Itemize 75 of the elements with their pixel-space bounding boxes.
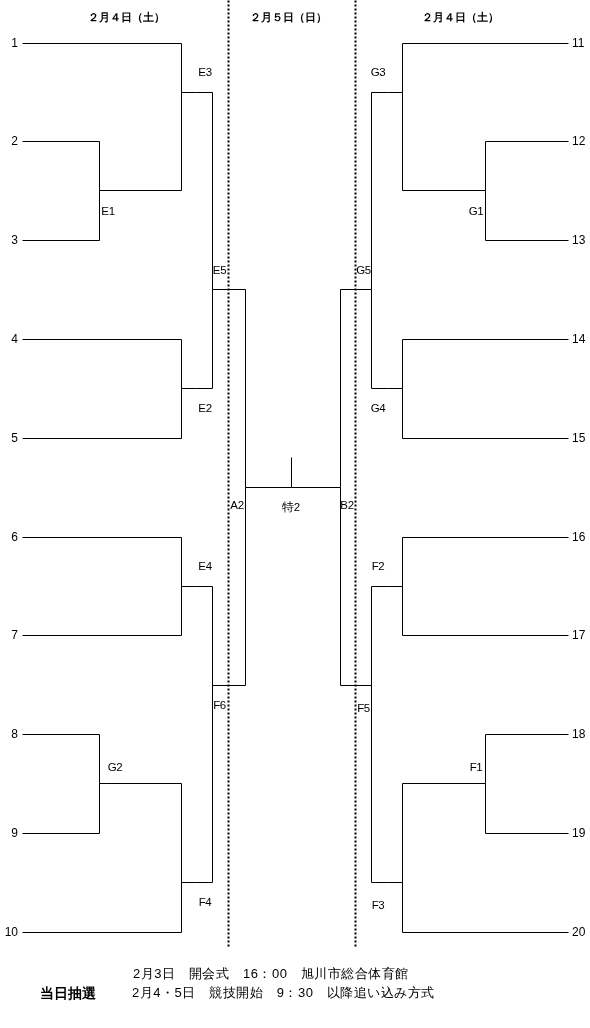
bracket-line — [485, 734, 569, 784]
entry-number: 18 — [568, 726, 590, 742]
bracket-line — [387, 586, 569, 636]
bracket-line — [371, 685, 388, 883]
entry-number: 11 — [568, 35, 590, 51]
match-label: E3 — [196, 65, 214, 92]
match-label: G4 — [369, 388, 387, 415]
match-label: G5 — [356, 263, 371, 289]
date-heading: ２月４日（土） — [421, 10, 499, 25]
match-label: A2 — [229, 487, 245, 512]
entry-number: 8 — [0, 726, 22, 742]
bracket-line — [22, 190, 100, 241]
bracket-line — [291, 487, 341, 488]
bracket-line — [99, 92, 197, 191]
bracket-line — [371, 586, 388, 686]
bracket-line — [212, 289, 246, 488]
entry-number: 9 — [0, 825, 22, 841]
entry-number: 10 — [0, 924, 22, 940]
bracket-line — [485, 190, 569, 241]
entry-number: 20 — [568, 924, 590, 940]
schedule-note: 2月4・5日 競技開始 9：30 以降追い込み方式 — [132, 985, 435, 1001]
match-label: E5 — [212, 263, 227, 289]
match-label: E4 — [196, 559, 214, 586]
bracket-line — [485, 141, 569, 191]
match-label: E1 — [99, 190, 117, 218]
entry-number: 4 — [0, 331, 22, 347]
bracket-line — [196, 92, 213, 290]
bracket-line — [212, 487, 246, 686]
entry-number: 16 — [568, 529, 590, 545]
match-label: E2 — [196, 388, 214, 415]
match-label: 特2 — [277, 487, 305, 514]
bracket-line — [485, 783, 569, 834]
bracket-line — [196, 685, 213, 883]
entry-number: 17 — [568, 627, 590, 643]
entry-number: 14 — [568, 331, 590, 347]
schedule-note: 2月3日 開会式 16：00 旭川市総合体育館 — [133, 966, 409, 982]
entry-number: 19 — [568, 825, 590, 841]
match-label: F6 — [212, 685, 227, 712]
match-label: F1 — [467, 760, 485, 783]
bracket-line — [22, 783, 107, 834]
bracket-line — [196, 586, 213, 686]
match-label: G2 — [106, 760, 124, 783]
bracket-line — [387, 882, 569, 933]
bracket-line — [22, 882, 197, 933]
entry-number: 12 — [568, 133, 590, 149]
bracket-line — [371, 92, 388, 290]
entry-number: 7 — [0, 627, 22, 643]
bracket-line — [371, 289, 388, 389]
entry-number: 15 — [568, 430, 590, 446]
entry-number: 3 — [0, 232, 22, 248]
match-label: B2 — [340, 487, 354, 512]
bracket-line — [340, 487, 372, 686]
bracket-line — [22, 586, 197, 636]
match-label: F2 — [369, 559, 387, 586]
bracket-line — [22, 141, 100, 191]
entry-number: 1 — [0, 35, 22, 51]
date-heading: ２月４日（土） — [87, 10, 165, 25]
entry-number: 2 — [0, 133, 22, 149]
bracket-line — [340, 289, 372, 488]
bracket-line — [387, 92, 486, 191]
note-heading: 当日抽選 — [40, 985, 96, 1001]
match-label: F5 — [356, 685, 371, 715]
bracket-line — [291, 457, 292, 488]
bracket-line — [22, 388, 197, 439]
match-label: G3 — [369, 65, 387, 92]
bracket-line — [245, 487, 292, 488]
entry-number: 13 — [568, 232, 590, 248]
entry-number: 5 — [0, 430, 22, 446]
match-label: F4 — [196, 882, 214, 909]
bracket-line — [387, 388, 569, 439]
match-label: G1 — [467, 190, 485, 218]
entry-number: 6 — [0, 529, 22, 545]
date-heading: ２月５日（日） — [249, 10, 327, 25]
bracket-line — [196, 289, 213, 389]
match-label: F3 — [369, 882, 387, 912]
